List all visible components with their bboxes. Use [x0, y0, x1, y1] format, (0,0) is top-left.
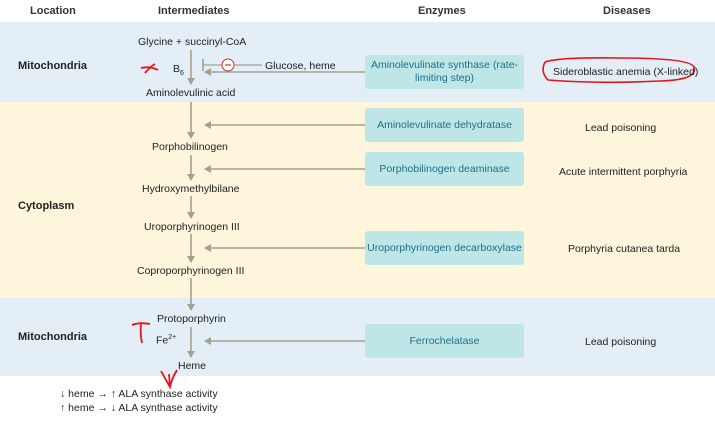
disease-sideroblastic-anemia: Sideroblastic anemia (X-linked) — [553, 66, 699, 78]
disease-acute-intermittent-porphyria: Acute intermittent porphyria — [559, 166, 688, 178]
disease-porphyria-cutanea-tarda: Porphyria cutanea tarda — [568, 243, 681, 255]
intermediate-aminolevulinic-acid: Aminolevulinic acid — [146, 87, 236, 99]
intermediate-uroporphyrinogen-iii: Uroporphyrinogen III — [144, 221, 240, 233]
location-mitochondria-top: Mitochondria — [18, 60, 88, 72]
band-mitochondria-top — [0, 22, 715, 102]
intermediate-hydroxymethylbilane: Hydroxymethylbilane — [142, 183, 240, 195]
enzyme-uroporphyrinogen-decarboxylase: Uroporphyrinogen decarboxylase — [365, 231, 524, 265]
red-t-mark-icon — [131, 322, 151, 344]
location-cytoplasm: Cytoplasm — [18, 200, 75, 212]
disease-lead-poisoning-2: Lead poisoning — [585, 336, 657, 348]
header-enzymes: Enzymes — [418, 5, 466, 17]
intermediate-protoporphyrin: Protoporphyrin — [157, 313, 226, 325]
red-circle-annotation-icon — [542, 57, 696, 84]
enzyme-aminolevulinate-synthase: Aminolevulinate synthase (rate-limiting … — [365, 55, 524, 89]
header-location: Location — [30, 5, 76, 17]
regulation-note-high-heme: ↑ heme → ↓ ALA synthase activity — [60, 402, 218, 414]
red-down-arrow-icon — [160, 369, 178, 390]
enzyme-ferrochelatase: Ferrochelatase — [365, 324, 524, 358]
location-mitochondria-bottom: Mitochondria — [18, 331, 88, 343]
cofactor-iron: Fe2+ — [156, 334, 177, 347]
band-mitochondria-bottom — [0, 298, 715, 376]
enzyme-porphobilinogen-deaminase: Porphobilinogen deaminase — [365, 152, 524, 186]
header-intermediates: Intermediates — [158, 5, 230, 17]
intermediate-porphobilinogen: Porphobilinogen — [152, 141, 228, 153]
band-cytoplasm — [0, 102, 715, 298]
cofactor-b6: B6 — [173, 63, 184, 78]
regulator-glucose-heme: Glucose, heme — [265, 60, 336, 72]
header-diseases: Diseases — [603, 5, 651, 17]
disease-lead-poisoning-1: Lead poisoning — [585, 122, 657, 134]
regulation-note-low-heme: ↓ heme → ↑ ALA synthase activity — [60, 388, 218, 400]
intermediate-coproporphyrinogen-iii: Coproporphyrinogen III — [137, 265, 245, 277]
intermediate-heme: Heme — [178, 360, 207, 372]
red-x-mark-icon — [140, 63, 159, 74]
enzyme-aminolevulinate-dehydratase: Aminolevulinate dehydratase — [365, 108, 524, 142]
intermediate-glycine-succinyl-coa: Glycine + succinyl-CoA — [138, 36, 247, 48]
